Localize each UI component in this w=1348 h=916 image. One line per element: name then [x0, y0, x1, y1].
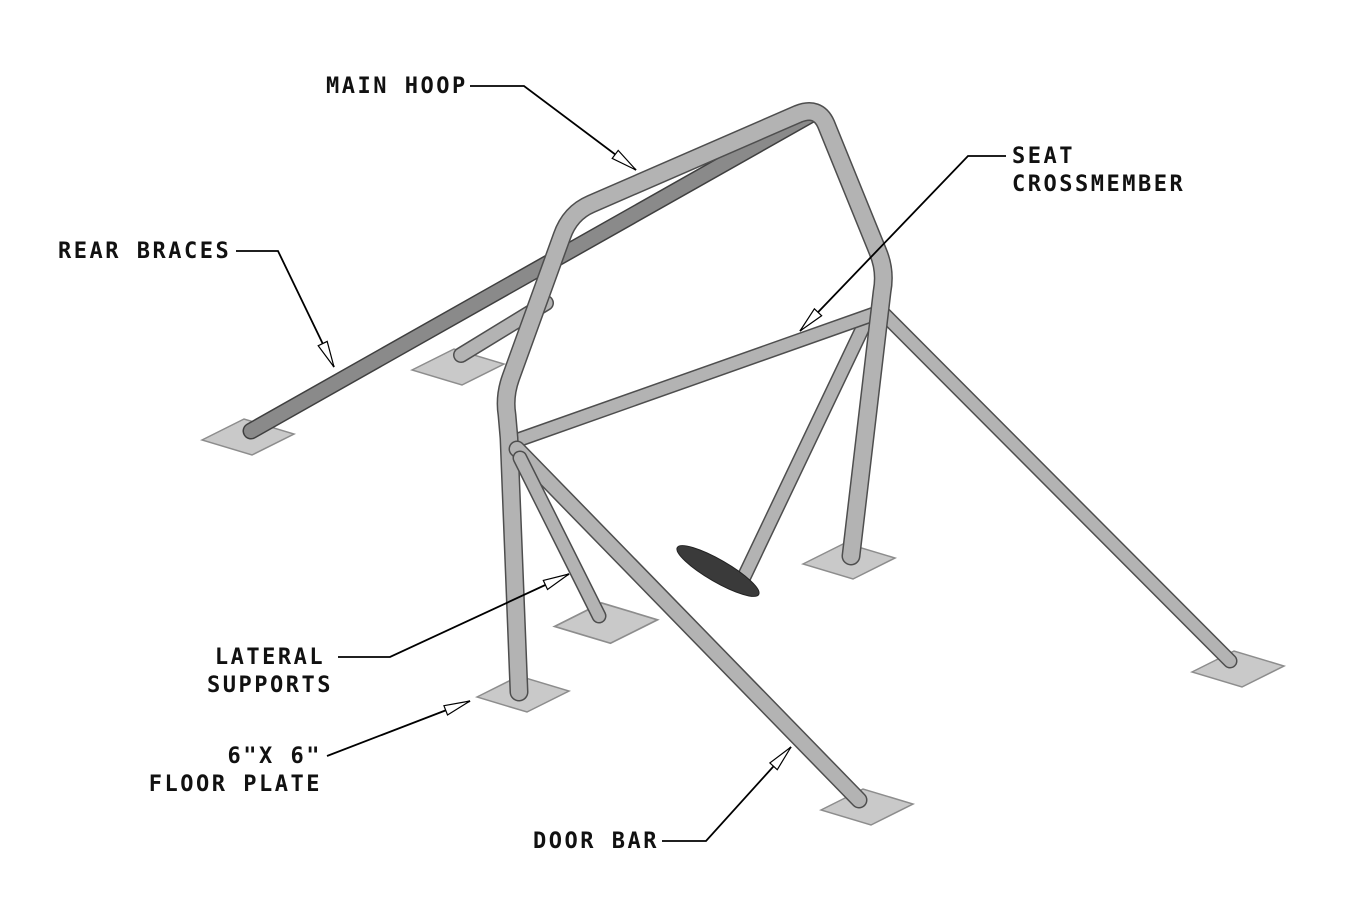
leader-seat-crossmember [799, 155, 1006, 332]
label-lateral-supports-line2: SUPPORTS [207, 673, 333, 698]
door-bar-core [510, 442, 866, 807]
leader-lines [236, 85, 1006, 842]
label-lateral-supports-line1: LATERAL [215, 645, 325, 670]
door-bar-tube [508, 440, 868, 809]
lateral-support-front-core [514, 452, 605, 622]
leader-main-hoop [470, 85, 637, 171]
lateral-support-rear-tube [676, 311, 875, 597]
lateral-support-rear-core [738, 313, 873, 583]
leader-floor-plate [326, 700, 471, 757]
main-hoop-core [498, 103, 892, 700]
lateral-support-front-tube [512, 450, 607, 624]
tube-open-end [676, 545, 760, 597]
label-seat-crossmember-line1: SEAT [1012, 144, 1075, 169]
right-front-brace-core [873, 303, 1236, 667]
label-floor-plate-line1: 6"X 6" [228, 744, 322, 769]
seat-crossmember-core [509, 307, 883, 447]
label-floor-plate-line2: FLOOR PLATE [149, 772, 322, 797]
leader-door-bar [662, 746, 792, 842]
leader-lateral-supports [338, 573, 570, 658]
rear-brace-front-core [244, 107, 819, 438]
label-main-hoop: MAIN HOOP [326, 74, 468, 99]
floor-plate-right-brace [1191, 650, 1285, 688]
floor-plate-door-bar [820, 788, 914, 826]
main-hoop-tube [496, 102, 893, 702]
leader-rear-braces [236, 250, 335, 368]
label-seat-crossmember-line2: CROSSMEMBER [1012, 172, 1185, 197]
label-door-bar: DOOR BAR [533, 829, 659, 854]
floor-plate-lateral [553, 602, 659, 645]
rear-brace-front-tube [242, 105, 821, 440]
right-front-brace-tube [871, 301, 1238, 669]
seat-crossmember-tube [507, 305, 885, 449]
labels: MAIN HOOP SEAT CROSSMEMBER REAR BRACES L… [58, 74, 1185, 854]
label-rear-braces: REAR BRACES [58, 239, 231, 264]
